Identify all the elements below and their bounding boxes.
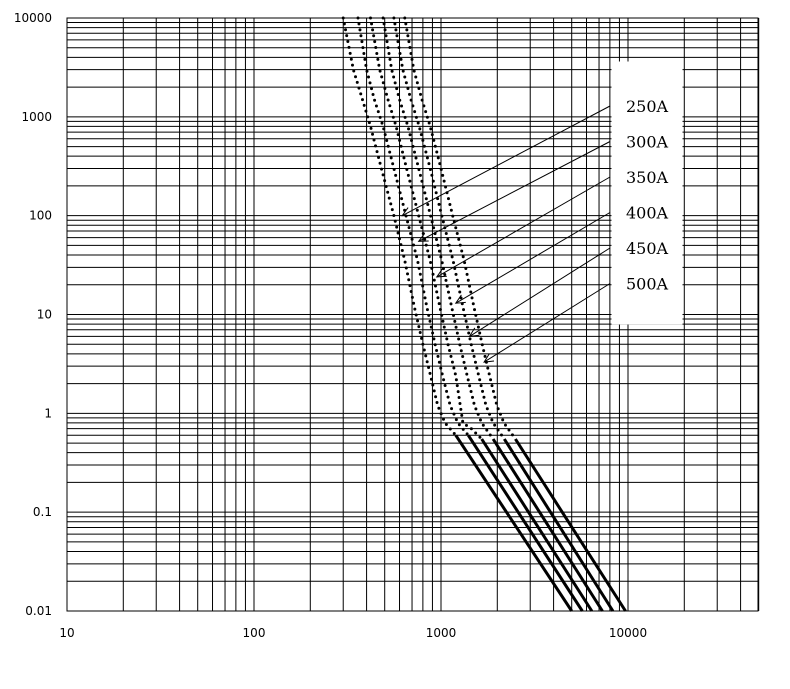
legend-label-250A: 250A [626,97,669,116]
plot-frame [66,17,759,612]
legend-leader-250A [401,105,611,217]
legend-leader-500A [483,283,611,363]
legend-label-350A: 350A [626,168,669,187]
series-450A-solid-curve [503,438,615,612]
legend-arrowhead-500A [483,353,495,363]
series-350A-dotted-curve [369,16,484,441]
legend-arrowhead-250A [401,207,413,217]
legend-leader-400A [455,212,611,304]
curve-layer [341,16,627,612]
legend-arrowhead-300A [417,233,429,242]
series-500A-dotted-curve [403,16,517,441]
y-tick-label: 0.01 [25,604,52,618]
legend-leader-300A [418,141,611,242]
series-300A-dotted-curve [356,16,470,437]
axis-layer: 0.01 0.1 1 10 100 1000 10000 10 100 1000 10000 [14,11,647,640]
legend-arrowhead-350A [435,268,447,278]
legend-arrowhead-400A [454,294,466,304]
series-250A-solid-curve [454,434,573,612]
series-250A-dotted-curve [341,16,458,437]
y-tick-label: 10 [37,308,52,322]
y-tick-label: 100 [29,209,52,223]
legend-label-400A: 400A [626,204,669,223]
x-tick-label: 100 [243,626,266,640]
x-tick-label: 1000 [426,626,457,640]
y-tick-label: 1 [44,406,52,420]
grid-layer [66,17,760,612]
x-tick-label: 10 [59,626,74,640]
legend-label-500A: 500A [626,275,669,294]
arrow-layer [401,105,611,363]
x-tick-label: 10000 [609,626,647,640]
legend-leader-350A [436,176,611,278]
legend-label-450A: 450A [626,239,669,258]
legend-layer: 250A 300A 350A 400A 450A 500A [626,97,669,294]
y-tick-label: 1000 [21,110,52,124]
series-400A-dotted-curve [381,16,495,441]
y-tick-label: 10000 [14,11,52,25]
series-400A-solid-curve [491,438,604,612]
legend-arrowhead-450A [468,327,480,338]
series-450A-dotted-curve [392,16,506,441]
y-tick-label: 0.1 [33,505,52,519]
legend-box [611,61,683,325]
series-350A-solid-curve [480,438,594,612]
legend-label-300A: 300A [626,133,669,152]
legend-leader-450A [469,247,611,337]
series-500A-solid-curve [514,438,627,612]
series-300A-solid-curve [467,434,584,612]
